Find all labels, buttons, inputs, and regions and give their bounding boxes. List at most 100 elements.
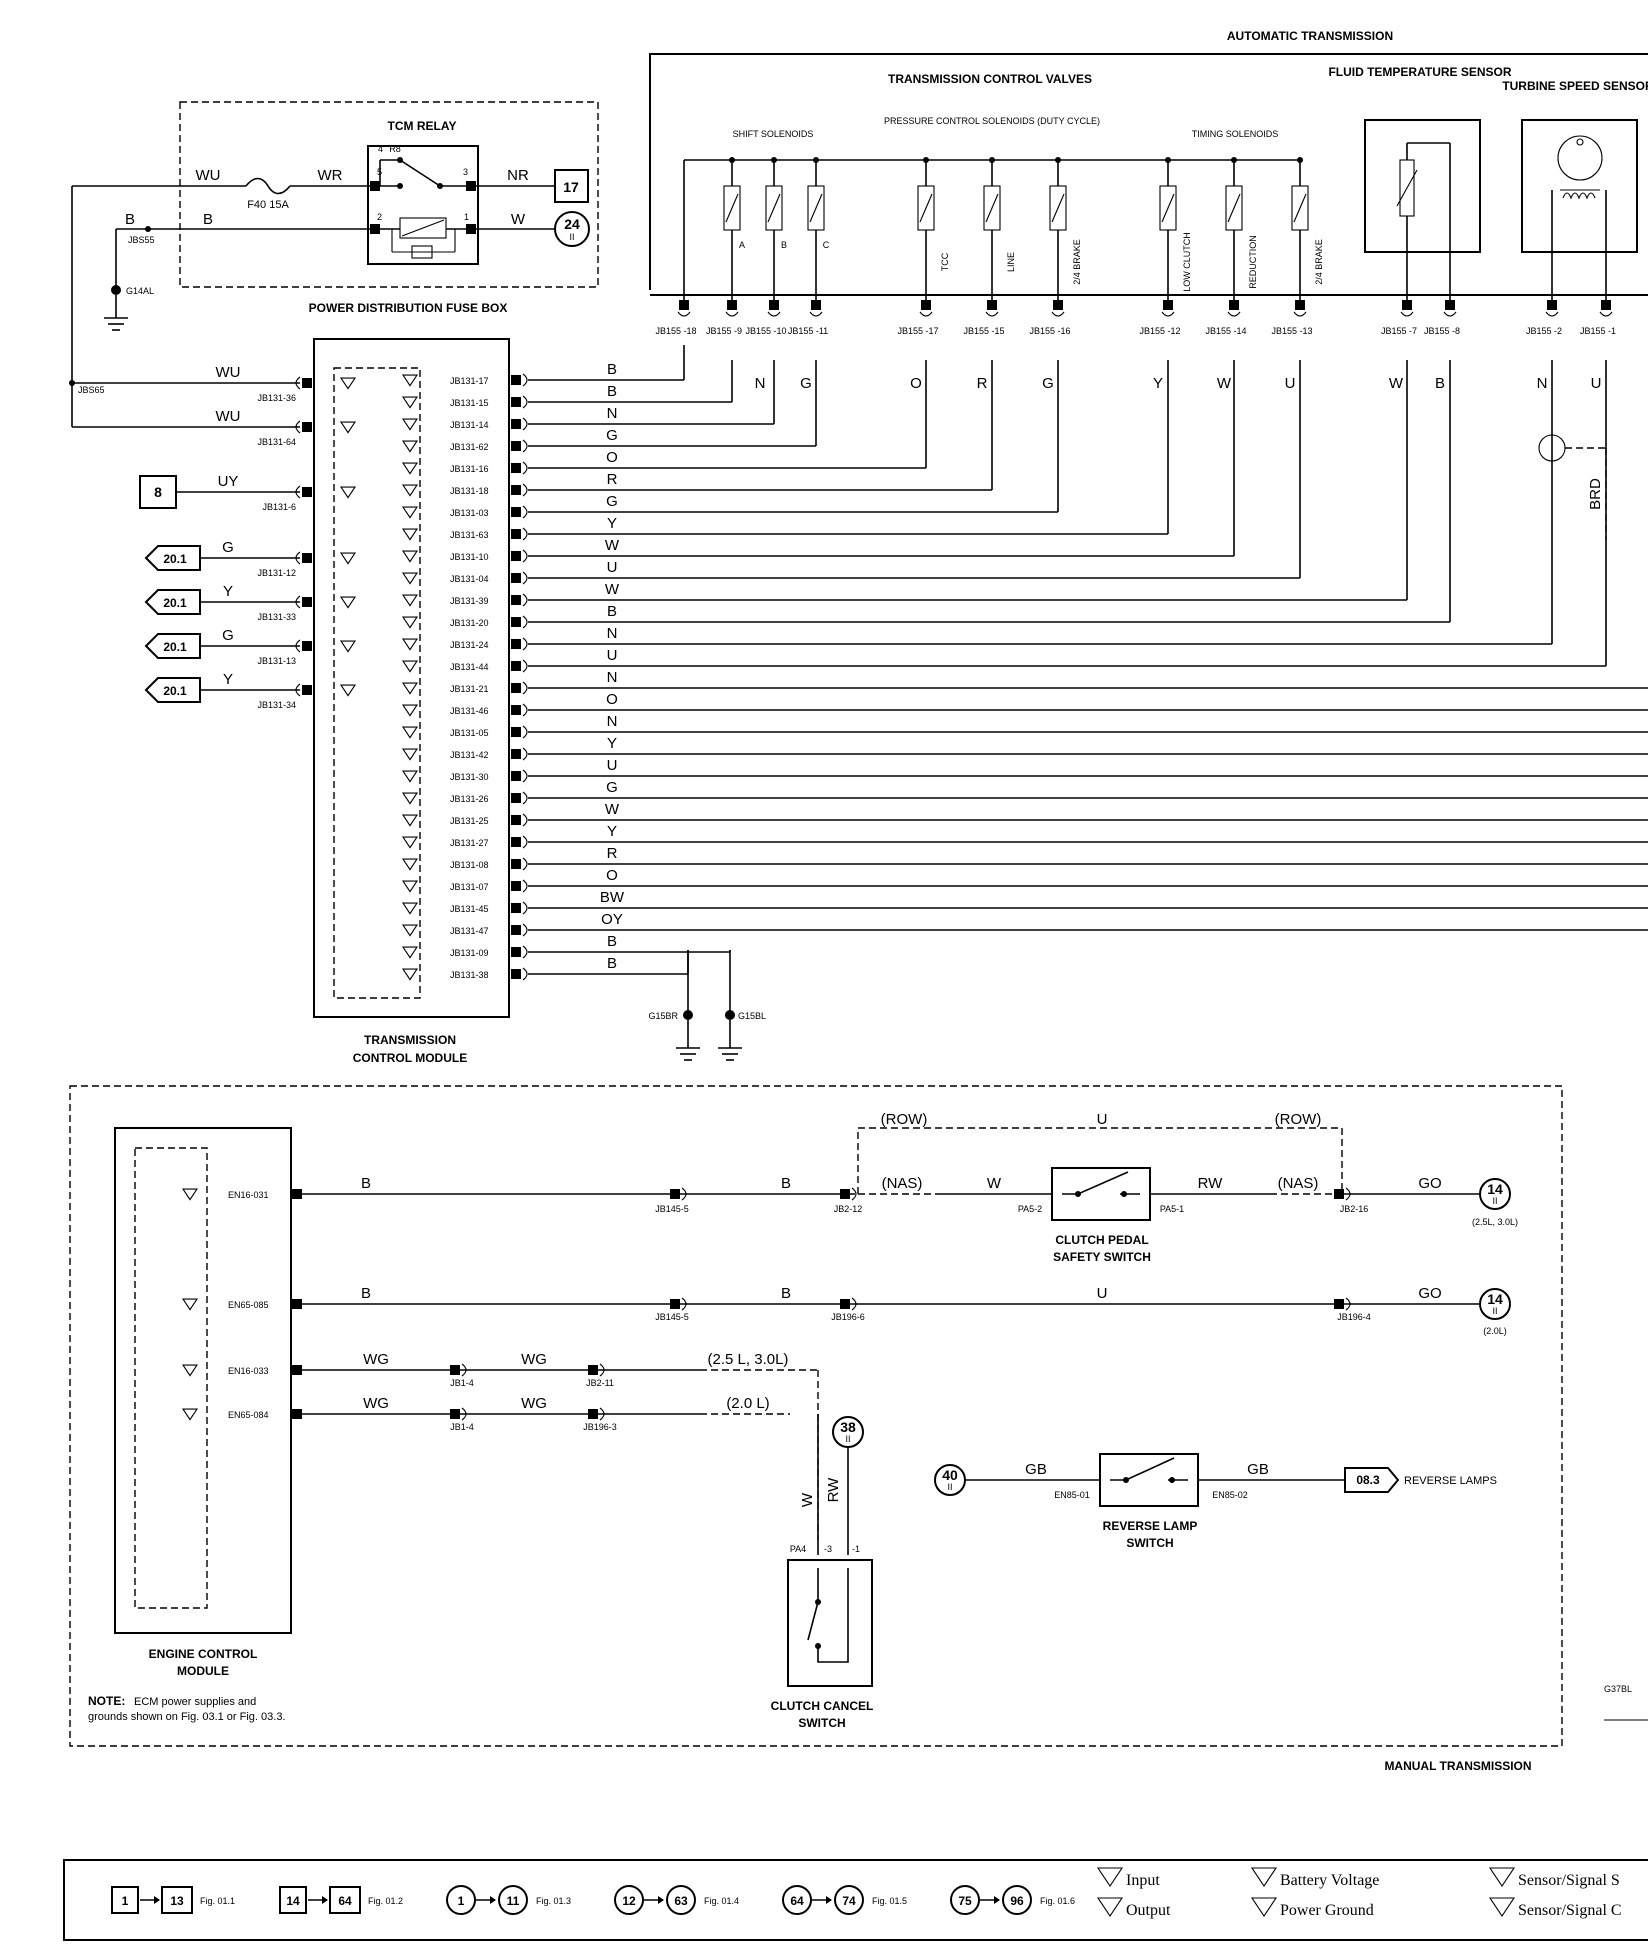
connector-label: JB155 -18: [655, 326, 696, 336]
solenoid-label: LINE: [1006, 252, 1016, 272]
connector-pin: [292, 1299, 302, 1309]
legend-sensor: Sensor/Signal S Sensor/Signal C: [1488, 1867, 1622, 1919]
svg-text:RW: RW: [825, 1477, 842, 1503]
svg-text:R8: R8: [389, 144, 401, 154]
connector-socket-icon: [919, 311, 933, 317]
pin-triangle-icon: [339, 640, 357, 653]
connector-label: JB155 -8: [1424, 326, 1460, 336]
connector-pin: [511, 529, 521, 539]
connector-pin: [1163, 300, 1173, 310]
connector-label: JB155 -16: [1029, 326, 1070, 336]
pin-triangle-icon: [339, 684, 357, 697]
tcm-left-pins: JB131-36WUJB131-64WUJB131-6UY8JB131-12G2…: [72, 364, 357, 710]
fuse-f40-icon: [245, 177, 291, 195]
legend-ref-circle: [666, 1885, 696, 1915]
tcm-pin-label: JB131-27: [450, 838, 489, 848]
svg-text:B: B: [781, 1175, 791, 1192]
pin-triangle-icon: [401, 946, 419, 959]
connector-socket-icon: [1545, 311, 1559, 317]
wire-color: B: [607, 603, 617, 620]
svg-text:3: 3: [463, 167, 468, 177]
wire-color: Y: [1153, 375, 1163, 392]
connector-pin: [1402, 300, 1412, 310]
pin-triangle-icon: [339, 377, 357, 390]
legend-to: 64: [338, 1894, 352, 1908]
connector-pin: [511, 837, 521, 847]
svg-text:-3: -3: [824, 1544, 832, 1554]
wire-color: Y: [607, 823, 617, 840]
connector-socket-icon: [522, 967, 528, 981]
tcm-pin-label: JB131-12: [257, 568, 296, 578]
legend-ref-circle: [614, 1885, 644, 1915]
ref-arrow-08-3: [1344, 1467, 1400, 1493]
pin-triangle-icon: [401, 704, 419, 717]
legend-ref-circle: [950, 1885, 980, 1915]
legend-to: 11: [507, 1894, 520, 1908]
solenoid-label: C: [823, 240, 830, 250]
wire-color: B: [607, 933, 617, 950]
transmission-control-valves-title: TRANSMISSION CONTROL VALVES: [888, 72, 1092, 86]
wire-color: Y: [607, 735, 617, 752]
pressure-solenoids-label: PRESSURE CONTROL SOLENOIDS (DUTY CYCLE): [884, 116, 1100, 126]
svg-text:II: II: [1492, 1196, 1497, 1206]
ref-number: 20.1: [163, 684, 187, 698]
turbine-gear-icon: [1557, 135, 1603, 181]
svg-text:B: B: [361, 1175, 371, 1192]
pin-triangle-icon: [401, 726, 419, 739]
tcm-pin-label: JB131-62: [450, 442, 489, 452]
legend-arrow-head-icon: [322, 1896, 328, 1904]
connector-socket-icon: [522, 615, 528, 629]
svg-text:24: 24: [564, 216, 580, 232]
connector-socket-icon: [522, 461, 528, 475]
wire: [725, 193, 739, 223]
connector-pin: [292, 1365, 302, 1375]
manual-transmission-area: [69, 1085, 1563, 1747]
connector-label: JB155 -14: [1205, 326, 1246, 336]
connector-socket-icon: [522, 549, 528, 563]
tcm-pin-label: JB131-07: [450, 882, 489, 892]
svg-text:WG: WG: [363, 1351, 389, 1368]
svg-text:Sensor/Signal S: Sensor/Signal S: [1518, 1872, 1620, 1889]
pin-triangle-icon: [401, 902, 419, 915]
svg-text:JB196-6: JB196-6: [831, 1312, 865, 1322]
wire-color: W: [1217, 375, 1232, 392]
tcm-title-line1: TRANSMISSION: [364, 1033, 456, 1047]
pin-triangle-icon: [401, 638, 419, 651]
connector-pin: [511, 727, 521, 737]
connector-socket-icon: [522, 747, 528, 761]
pin-triangle-icon: [401, 440, 419, 453]
wire-color: N: [1537, 375, 1548, 392]
connector-socket-icon: [767, 311, 781, 317]
wire-color: O: [606, 867, 618, 884]
svg-text:JB2-16: JB2-16: [1340, 1204, 1369, 1214]
wire: [809, 193, 823, 223]
svg-text:Battery Voltage: Battery Voltage: [1280, 1872, 1379, 1889]
solenoid-label: A: [739, 240, 745, 250]
connector-pin: [511, 573, 521, 583]
connector-label: JB155 -1: [1580, 326, 1616, 336]
legend-arrow-head-icon: [154, 1896, 160, 1904]
wire-color: OY: [601, 911, 623, 928]
automatic-transmission-title: AUTOMATIC TRANSMISSION: [1227, 29, 1393, 43]
svg-text:F40 15A: F40 15A: [247, 199, 289, 211]
svg-text:GB: GB: [1025, 1461, 1047, 1478]
svg-text:U: U: [1097, 1285, 1108, 1302]
connector-pin: [511, 903, 521, 913]
connector-label: JB155 -15: [963, 326, 1004, 336]
legend-input: Input Output: [1096, 1867, 1171, 1919]
connector-label: JB155 -11: [788, 326, 828, 336]
svg-text:(NAS): (NAS): [882, 1175, 923, 1192]
junction-dot: [1055, 157, 1061, 163]
svg-text:G15BL: G15BL: [738, 1011, 766, 1021]
wire-color: N: [755, 375, 766, 392]
connector-socket-icon: [522, 813, 528, 827]
svg-text:1: 1: [464, 212, 469, 222]
connector-socket-icon: [522, 659, 528, 673]
legend-ref-circle: [498, 1885, 528, 1915]
tcm-pin-label: JB131-08: [450, 860, 489, 870]
wire-color: O: [910, 375, 922, 392]
timing-solenoids-label: TIMING SOLENOIDS: [1192, 129, 1279, 139]
clutch-cancel-switch[interactable]: [787, 1559, 873, 1687]
